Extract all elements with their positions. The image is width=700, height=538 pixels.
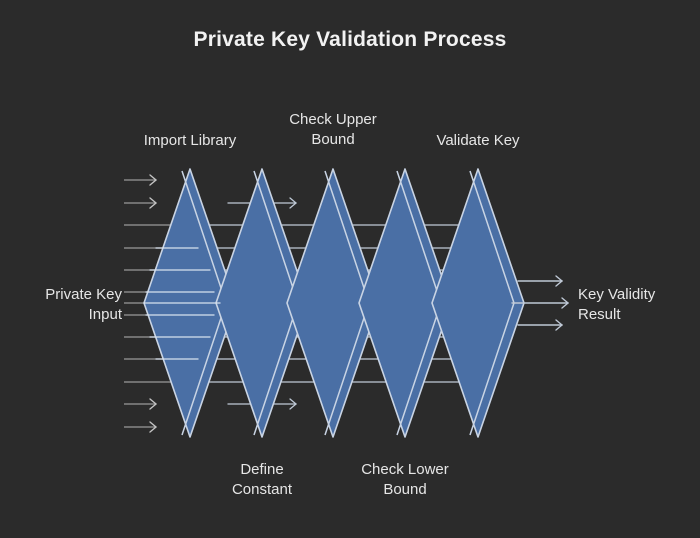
internal-beam-group	[143, 247, 221, 360]
stage-label-define-constant: Define Constant	[231, 461, 293, 499]
stage-label-check-lower-bound: Check Lower Bound	[361, 461, 449, 499]
stage-shape-validate-key[interactable]	[431, 168, 525, 438]
stage-label-check-upper-bound: Check Upper Bound	[289, 111, 377, 149]
page-title: Private Key Validation Process	[193, 28, 507, 51]
input-label: Private Key Input	[45, 286, 122, 324]
stage-label-validate-key: Validate Key	[436, 132, 520, 149]
output-label: Key Validity Result	[578, 286, 656, 324]
output-ray-group	[511, 275, 570, 331]
stage-label-import-library: Import Library	[143, 132, 237, 149]
